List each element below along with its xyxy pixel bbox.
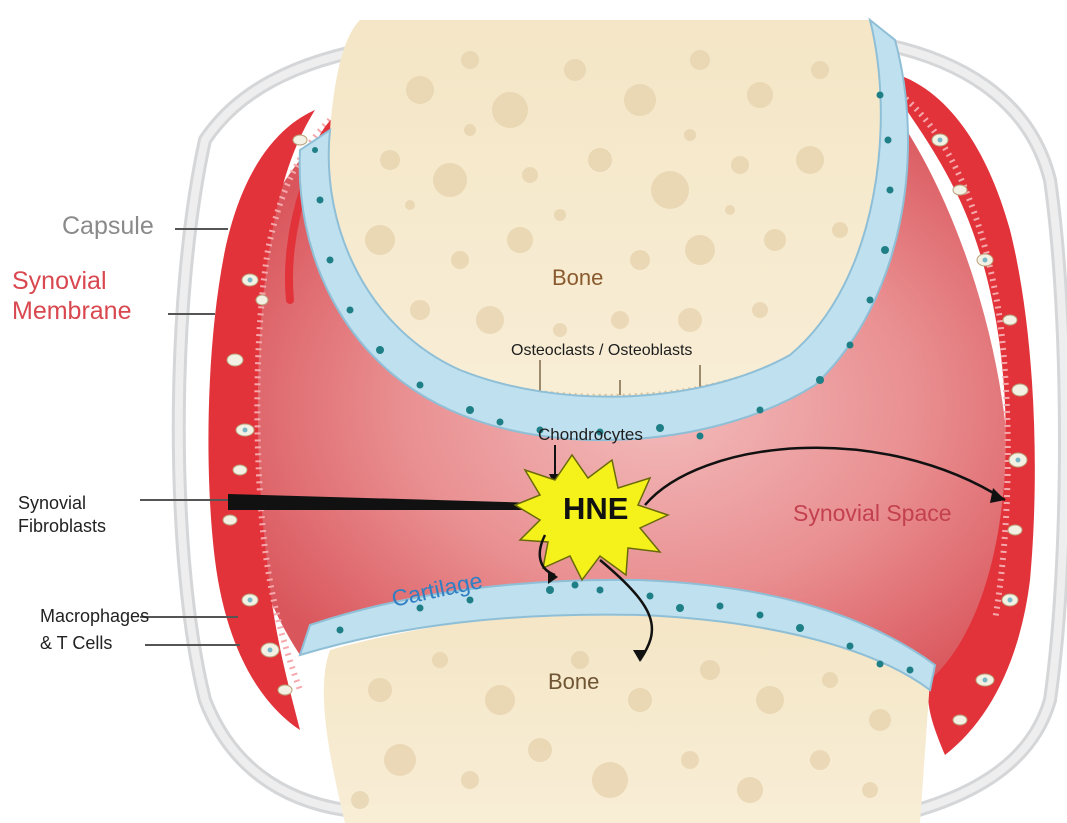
synovial-fibroblasts-line-2: Fibroblasts [18, 515, 106, 538]
synovial-membrane-line-2: Membrane [12, 296, 132, 326]
bone-bottom-label: Bone [548, 669, 599, 694]
macrophages-line-2: & T Cells [40, 630, 149, 657]
synovial-fibroblasts-line-1: Synovial [18, 492, 106, 515]
chondrocytes-label: Chondrocytes [538, 425, 643, 445]
synovial-fibroblasts-label: Synovial Fibroblasts [18, 492, 106, 538]
osteoclasts-osteoblasts-label: Osteoclasts / Osteoblasts [511, 342, 692, 360]
bone-top-label: Bone [552, 265, 603, 290]
synovial-membrane-line-1: Synovial [12, 266, 132, 296]
hne-label: HNE [563, 491, 628, 527]
capsule-label: Capsule [62, 212, 154, 241]
macrophages-tcells-label: Macrophages & T Cells [40, 603, 149, 657]
macrophages-line-1: Macrophages [40, 603, 149, 630]
synovial-membrane-label: Synovial Membrane [12, 266, 132, 326]
synovial-space-label: Synovial Space [793, 500, 952, 526]
